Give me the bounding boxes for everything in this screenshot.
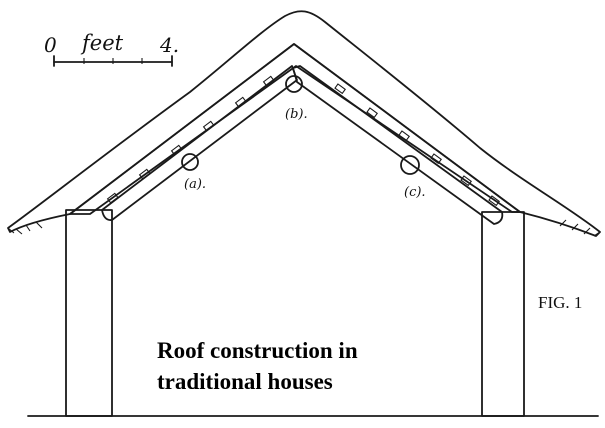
left-wall	[65, 209, 113, 417]
scale-bar-start: 0	[44, 33, 57, 57]
caption-line-1: Roof construction in	[157, 338, 358, 363]
figure-label: FIG. 1	[538, 293, 582, 312]
timber-a: (a).	[181, 153, 206, 192]
right-wall	[481, 211, 525, 417]
caption-line-2: traditional houses	[157, 369, 333, 394]
thatch-outer-layer	[7, 10, 601, 237]
scale-bar: 0 feet 4.	[44, 31, 179, 67]
timber-c: (c).	[400, 155, 426, 200]
roof-battens	[106, 75, 500, 207]
scale-bar-unit: feet	[80, 31, 124, 55]
scale-bar-end: 4.	[159, 33, 179, 57]
timber-a-label: (a).	[184, 177, 206, 192]
timber-b: (b).	[285, 75, 308, 122]
clay-layer	[69, 43, 521, 215]
rafter-left	[101, 65, 298, 221]
rafter-right	[292, 65, 504, 225]
timber-b-label: (b).	[285, 107, 308, 122]
timber-c-label: (c).	[404, 185, 426, 200]
